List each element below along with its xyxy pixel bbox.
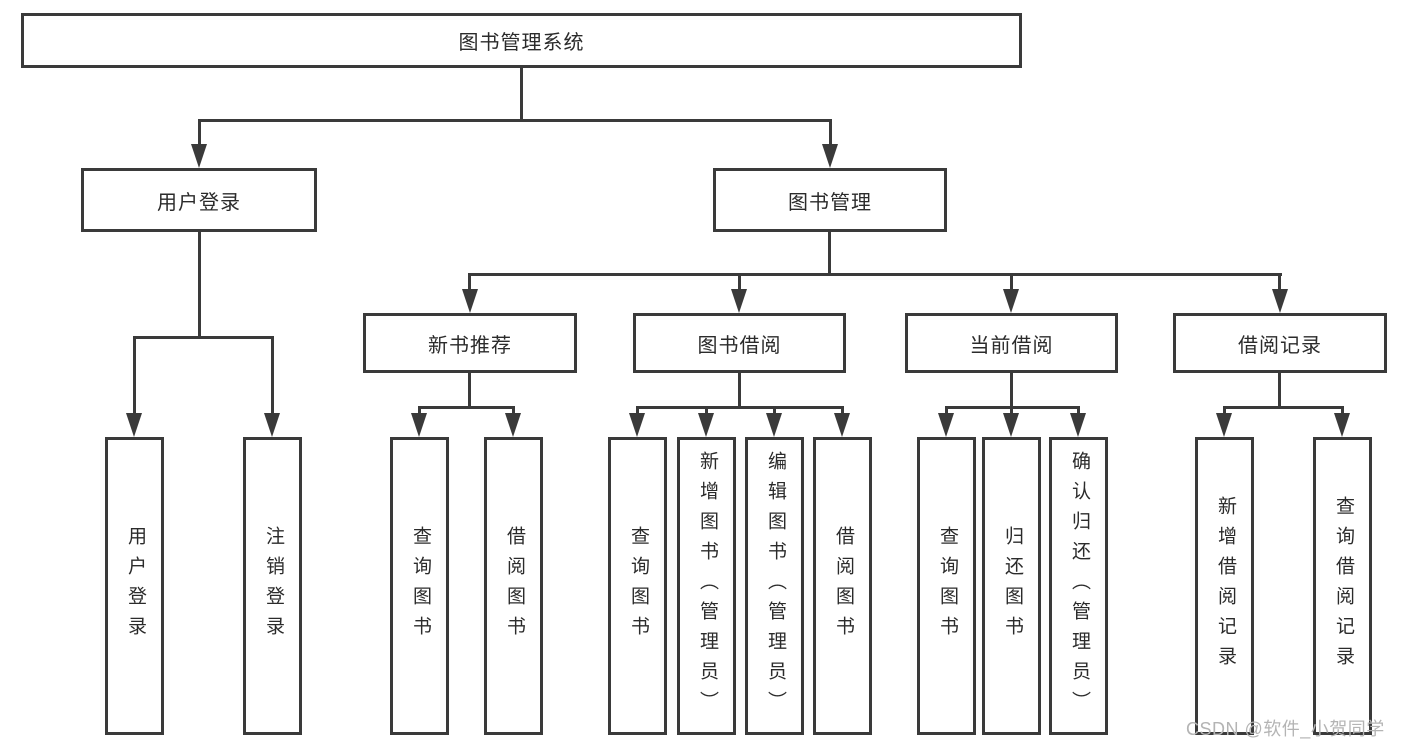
connector-vline [512,406,515,416]
arrow-down [766,413,782,437]
connector-vline [1341,406,1344,416]
connector-vline [945,406,948,416]
node-user-login: 用户登录 [81,168,317,232]
leaf-query-books-recommend-label: 查询图书 [409,526,431,646]
leaf-add-books-admin: 新增图书（管理员） [677,437,736,735]
arrow-down [1003,413,1019,437]
connector-vline [738,273,741,291]
node-library-management-system: 图书管理系统 [21,13,1022,68]
leaf-return-books: 归还图书 [982,437,1041,735]
leaf-query-books-recommend: 查询图书 [390,437,449,735]
connector-vline [198,119,201,146]
arrow-down [1272,289,1288,313]
connector-vline [271,336,274,415]
connector-vline [468,373,471,409]
leaf-borrow-books-borrowing-label: 借阅图书 [832,526,854,646]
arrow-down [411,413,427,437]
leaf-borrow-books-borrowing: 借阅图书 [813,437,872,735]
connector-vline [1077,406,1080,416]
leaf-logout-label: 注销登录 [262,526,284,646]
connector-vline [1223,406,1226,416]
connector-vline [1278,373,1281,409]
connector-hline [133,336,274,339]
arrow-down [1070,413,1086,437]
leaf-query-books-current-label: 查询图书 [936,526,958,646]
arrow-down [822,144,838,168]
leaf-add-borrow-record: 新增借阅记录 [1195,437,1254,735]
arrow-down [505,413,521,437]
connector-vline [1010,406,1013,416]
leaf-user-login: 用户登录 [105,437,164,735]
leaf-confirm-return-admin-label: 确认归还（管理员） [1068,451,1090,721]
connector-hline [418,406,515,409]
leaf-borrow-books-recommend: 借阅图书 [484,437,543,735]
leaf-edit-books-admin: 编辑图书（管理员） [745,437,804,735]
connector-vline [1278,273,1281,291]
arrow-down [698,413,714,437]
leaf-add-borrow-record-label: 新增借阅记录 [1214,496,1236,676]
connector-vline [198,232,201,339]
node-book-management: 图书管理 [713,168,947,232]
connector-hline [468,273,1282,276]
node-book-borrowing: 图书借阅 [633,313,846,373]
connector-vline [636,406,639,416]
leaf-add-books-admin-label: 新增图书（管理员） [696,451,718,721]
arrow-down [834,413,850,437]
connector-vline [738,373,741,409]
leaf-edit-books-admin-label: 编辑图书（管理员） [764,451,786,721]
leaf-return-books-label: 归还图书 [1001,526,1023,646]
arrow-down [629,413,645,437]
arrow-down [938,413,954,437]
connector-hline [198,119,832,122]
leaf-logout: 注销登录 [243,437,302,735]
arrow-down [1334,413,1350,437]
arrow-down [1216,413,1232,437]
arrow-down [126,413,142,437]
leaf-query-books-current: 查询图书 [917,437,976,735]
node-borrowing-records: 借阅记录 [1173,313,1387,373]
connector-vline [468,273,471,291]
connector-vline [520,68,523,122]
arrow-down [264,413,280,437]
leaf-query-books-borrowing-label: 查询图书 [627,526,649,646]
connector-vline [841,406,844,416]
node-current-borrowing: 当前借阅 [905,313,1118,373]
node-new-book-recommendation: 新书推荐 [363,313,577,373]
connector-vline [773,406,776,416]
leaf-confirm-return-admin: 确认归还（管理员） [1049,437,1108,735]
leaf-query-books-borrowing: 查询图书 [608,437,667,735]
connector-vline [1010,273,1013,291]
arrow-down [191,144,207,168]
connector-vline [418,406,421,416]
leaf-query-borrow-record-label: 查询借阅记录 [1332,496,1354,676]
arrow-down [1003,289,1019,313]
arrow-down [731,289,747,313]
connector-hline [1223,406,1344,409]
connector-vline [133,336,136,415]
leaf-user-login-label: 用户登录 [124,526,146,646]
connector-hline [636,406,844,409]
arrow-down [462,289,478,313]
connector-vline [828,232,831,276]
connector-vline [705,406,708,416]
leaf-query-borrow-record: 查询借阅记录 [1313,437,1372,735]
connector-vline [829,119,832,146]
watermark: CSDN @软件_小贺同学 [1186,719,1385,739]
connector-vline [1010,373,1013,409]
leaf-borrow-books-recommend-label: 借阅图书 [503,526,525,646]
